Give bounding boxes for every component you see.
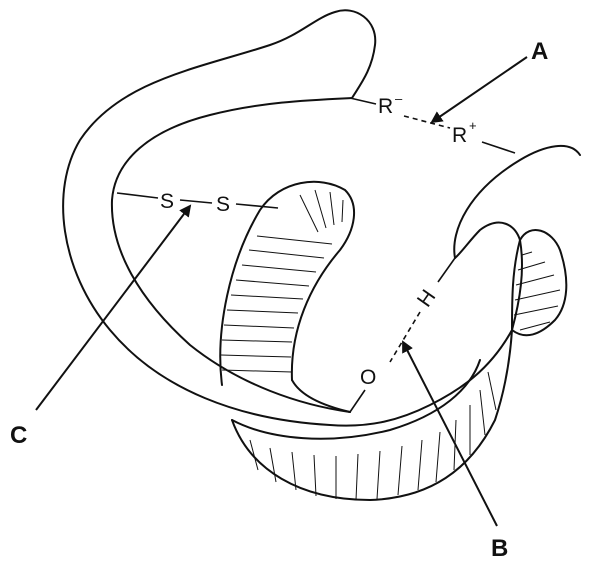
callout-arrows [35, 56, 528, 527]
label-c: C [10, 422, 27, 449]
inner-helix-tube [219, 180, 356, 413]
r-plus-charge: + [469, 118, 477, 133]
hydrogen-bond: H O [349, 257, 456, 413]
r-minus-charge: – [395, 91, 403, 106]
o-atom: O [360, 366, 376, 389]
arrow-c [35, 204, 192, 411]
r-minus-atom: R [378, 95, 393, 118]
right-flap [511, 229, 568, 337]
s-right-atom: S [216, 193, 230, 216]
s-left-atom: S [160, 190, 174, 213]
main-loop [62, 9, 581, 427]
arrow-a [430, 56, 528, 124]
label-b: B [491, 535, 508, 561]
disulfide-bond: S S [116, 190, 279, 216]
arrow-b [402, 340, 498, 527]
h-atom: H [413, 286, 441, 312]
ionic-bond: R – R + [349, 91, 516, 154]
label-a: A [531, 38, 548, 65]
r-plus-atom: R [452, 124, 467, 147]
